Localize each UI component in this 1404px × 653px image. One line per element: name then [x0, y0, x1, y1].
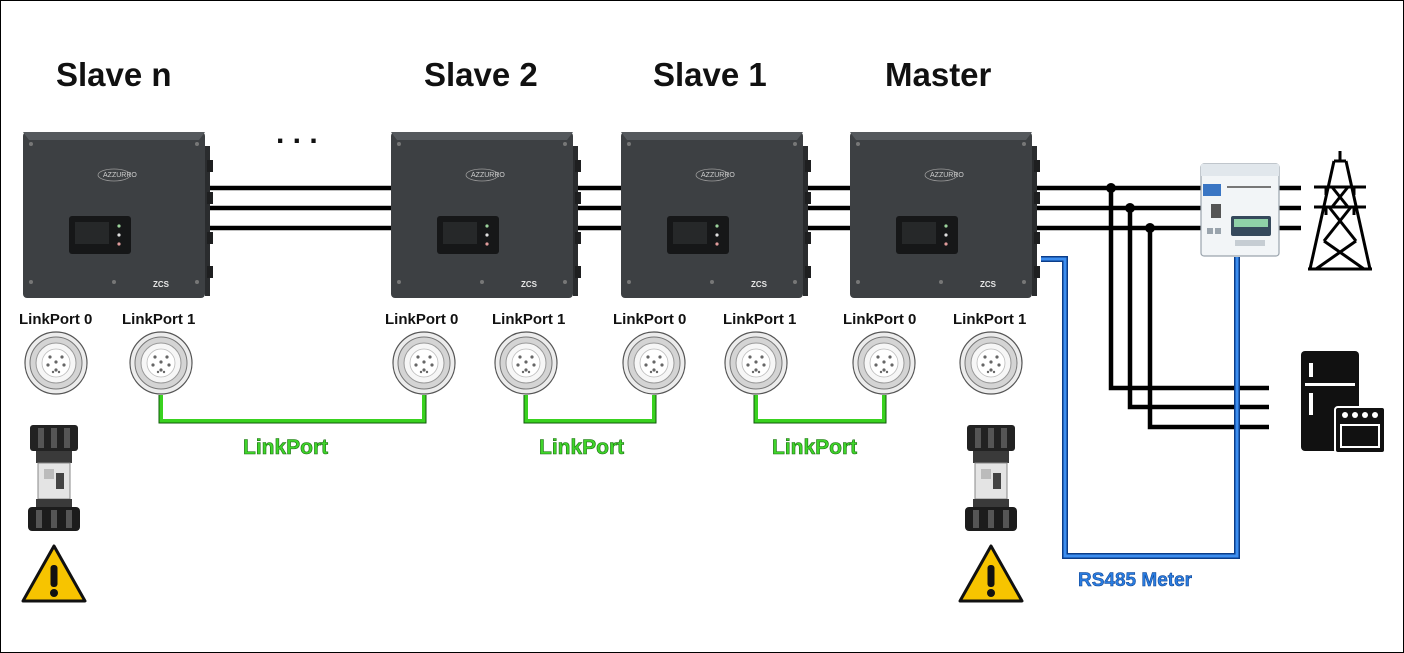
zcs-logo: ZCS [153, 280, 170, 289]
energy-meter-icon [1200, 163, 1280, 257]
brand-label: AZZURRO [471, 172, 505, 179]
inverter-slave-n: AZZURRO ZCS [22, 131, 214, 299]
inverter-master: AZZURRO ZCS [849, 131, 1041, 299]
ellipsis-more-slaves: . . . [276, 117, 318, 150]
inverter-slave-1: AZZURRO ZCS [620, 131, 812, 299]
linkport-cable-label-3: LinkPort [772, 436, 857, 459]
rs485-meter-label: RS485 Meter [1078, 570, 1193, 591]
label-slave-2-linkport-0: LinkPort 0 [385, 311, 458, 328]
junction-dots [1106, 183, 1155, 233]
label-slave-2-linkport-1: LinkPort 1 [492, 311, 565, 328]
warning-triangle-icon [21, 544, 87, 603]
label-master-linkport-0: LinkPort 0 [843, 311, 916, 328]
title-slave-n: Slave n [56, 56, 172, 93]
title-slave-2: Slave 2 [424, 56, 538, 93]
connector-slave-2-linkport-0 [392, 331, 456, 395]
label-slave-1-linkport-0: LinkPort 0 [613, 311, 686, 328]
connector-slave-n-linkport-1 [129, 331, 193, 395]
warning-triangle-icon [958, 544, 1024, 603]
brand-label: AZZURRO [930, 172, 964, 179]
zcs-logo: ZCS [521, 280, 538, 289]
linkport-cables [159, 395, 886, 423]
connector-master-linkport-1 [959, 331, 1023, 395]
linkport-cable-label-2: LinkPort [539, 436, 624, 459]
zcs-logo: ZCS [980, 280, 997, 289]
rs485-cable [1041, 256, 1240, 559]
title-slave-1: Slave 1 [653, 56, 767, 93]
termination-plug-icon [27, 424, 81, 532]
title-master: Master [885, 56, 992, 93]
label-slave-1-linkport-1: LinkPort 1 [723, 311, 796, 328]
zcs-logo: ZCS [751, 280, 768, 289]
connector-slave-1-linkport-1 [724, 331, 788, 395]
label-master-linkport-1: LinkPort 1 [953, 311, 1026, 328]
label-slave-n-linkport-1: LinkPort 1 [122, 311, 195, 328]
connector-master-linkport-0 [852, 331, 916, 395]
termination-plug-icon [964, 424, 1018, 532]
label-slave-n-linkport-0: LinkPort 0 [19, 311, 92, 328]
brand-label: AZZURRO [103, 172, 137, 179]
connector-slave-2-linkport-1 [494, 331, 558, 395]
connector-slave-1-linkport-0 [622, 331, 686, 395]
household-appliances-icon [1301, 351, 1386, 454]
connector-slave-n-linkport-0 [24, 331, 88, 395]
power-pylon-icon [1308, 151, 1372, 271]
inverter-slave-2: AZZURRO ZCS [390, 131, 582, 299]
linkport-cable-label-1: LinkPort [243, 436, 328, 459]
brand-label: AZZURRO [701, 172, 735, 179]
